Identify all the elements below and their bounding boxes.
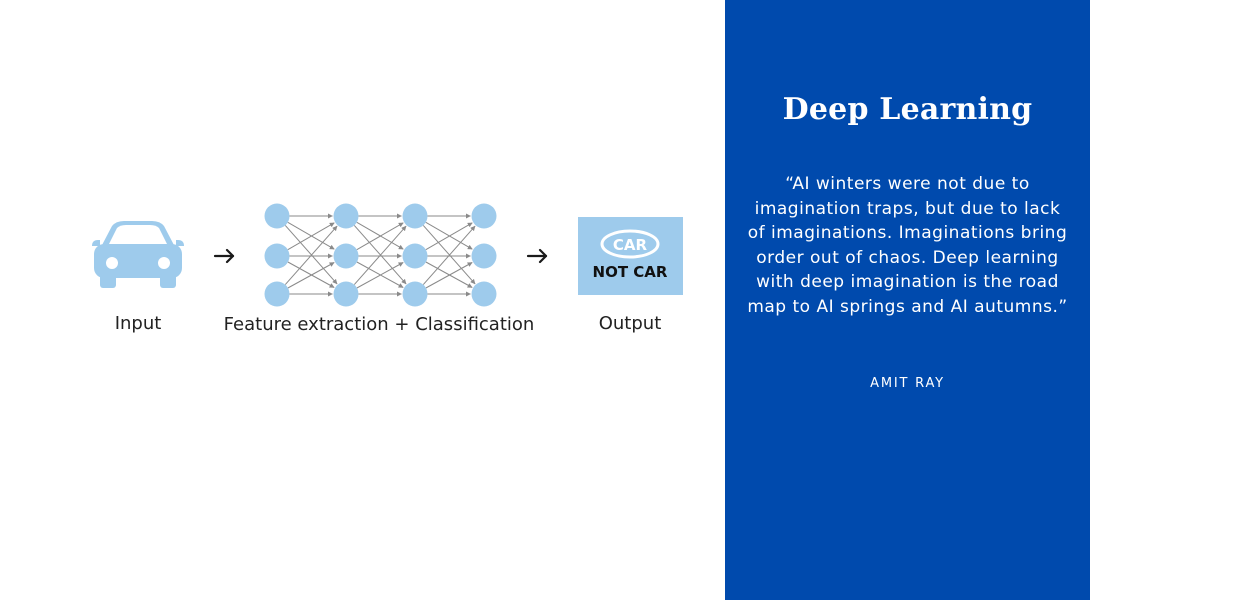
quote-panel: Deep Learning “AI winters were not due t… <box>725 0 1090 600</box>
diagram: Input Feature extraction + Classificatio… <box>92 203 683 335</box>
network-node <box>264 243 290 269</box>
network-edge <box>356 262 404 289</box>
panel-title: Deep Learning <box>782 92 1033 127</box>
output-badge-car: CAR <box>613 236 648 254</box>
network-edge <box>425 262 473 289</box>
network-node <box>333 203 359 229</box>
arrow-right-icon <box>213 248 235 264</box>
input-label: Input <box>115 313 162 334</box>
network-edge <box>356 222 404 251</box>
car-icon <box>92 221 184 288</box>
network-node <box>264 203 290 229</box>
network-node <box>471 281 497 307</box>
network-edge <box>287 262 335 289</box>
network-node <box>471 203 497 229</box>
network-node <box>264 281 290 307</box>
output-label: Output <box>599 313 662 334</box>
feature-extraction-label: Feature extraction + Classification <box>224 314 535 335</box>
panel-quote: “AI winters were not due to imagination … <box>747 174 1068 317</box>
arrow-right-icon <box>526 248 548 264</box>
neural-network-icon <box>264 203 497 307</box>
network-node <box>402 203 428 229</box>
network-edge <box>284 225 338 285</box>
network-edge <box>287 222 335 251</box>
network-edge <box>425 222 473 251</box>
network-node <box>471 243 497 269</box>
network-node <box>333 281 359 307</box>
network-node <box>402 243 428 269</box>
panel-author: AMIT RAY <box>870 376 945 391</box>
network-edge <box>422 225 476 285</box>
output-badge-icon: CAR NOT CAR <box>578 217 683 295</box>
network-edge <box>353 225 407 285</box>
network-node <box>402 281 428 307</box>
output-badge-not-car: NOT CAR <box>593 263 668 281</box>
network-node <box>333 243 359 269</box>
